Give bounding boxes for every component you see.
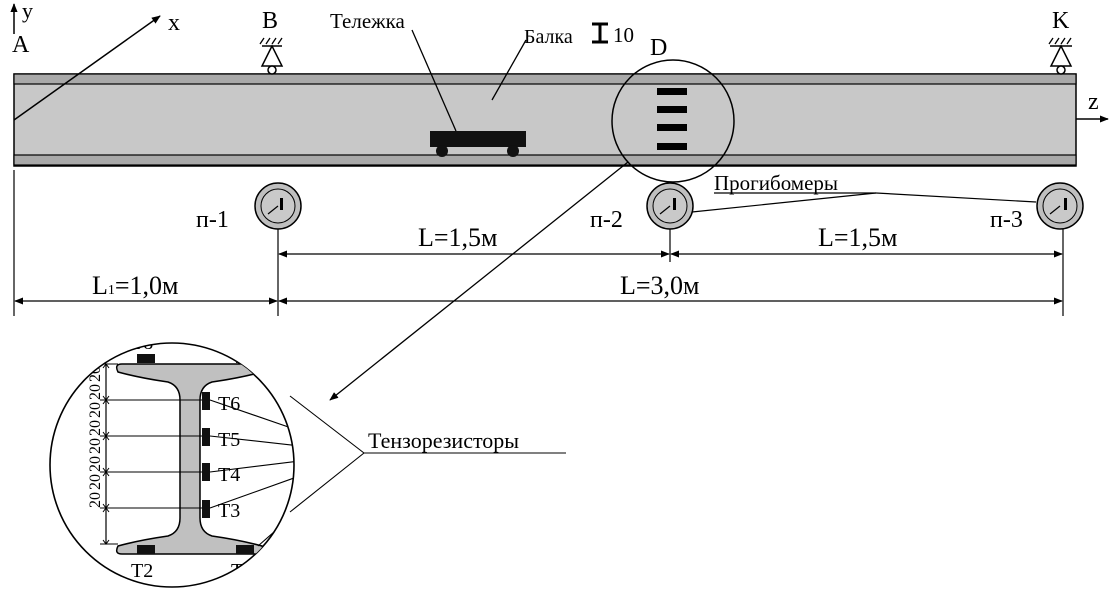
section-leader-line — [329, 161, 629, 401]
sensor-t1: T1 — [231, 560, 253, 582]
deflection-gauge-1: п-1 — [196, 182, 302, 233]
beam-size: 10 — [613, 23, 634, 47]
point-d-label: D — [650, 35, 667, 61]
sensor-t5: T5 — [218, 429, 240, 451]
i-beam-symbol-icon — [592, 22, 608, 44]
deflectometers-label: Прогибомеры — [714, 171, 838, 195]
dim-l-right: L=1,5м — [818, 223, 898, 252]
deflection-gauge-2: п-2 — [590, 182, 694, 233]
sensor-t2: T2 — [131, 560, 153, 582]
dim-l-left: L=1,5м — [418, 223, 498, 252]
gauge-1-label: п-1 — [196, 207, 229, 233]
sensor-t4: T4 — [218, 464, 240, 486]
point-k-label: K — [1052, 8, 1070, 34]
dim-l-total: L=3,0м — [620, 271, 700, 300]
cart-label: Тележка — [330, 9, 406, 33]
sensor-t8: T8 — [131, 332, 153, 354]
dim-l1: L1=1,0м — [92, 271, 179, 300]
section-dim-8: 20 — [87, 492, 104, 508]
dim-l1-base: L — [92, 271, 108, 300]
x-axis-label: x — [168, 10, 180, 36]
y-axis-label: y — [22, 0, 33, 23]
sensor-t7: T7 — [230, 332, 252, 354]
beam-label: Балка 10 — [491, 22, 634, 101]
deflection-gauge-3: п-3 — [990, 182, 1084, 233]
sensor-t3: T3 — [218, 500, 240, 522]
cross-section-detail: T8 T7 T6 T5 T4 T3 T2 T1 2020202020202020… — [49, 332, 566, 588]
support-b: B — [259, 8, 284, 75]
section-dim-5: 20 — [87, 438, 104, 454]
support-k: K — [1048, 8, 1073, 75]
section-dim-7: 20 — [87, 474, 104, 490]
section-dim-6: 20 — [87, 456, 104, 472]
section-dim-2: 20 — [87, 384, 104, 400]
point-a-label: A — [12, 32, 30, 58]
dim-l1-sub: 1 — [108, 283, 115, 298]
beam — [13, 73, 1077, 167]
deflectometers-callout: Прогибомеры — [691, 171, 1037, 213]
z-axis-label: z — [1088, 89, 1099, 115]
section-dim-3: 20 — [87, 402, 104, 418]
strain-gauges-label: Тензорезисторы — [368, 428, 519, 453]
section-dim-4: 20 — [87, 420, 104, 436]
beam-label-text: Балка — [524, 26, 573, 48]
cart: Тележка — [330, 9, 526, 157]
dim-l1-value: =1,0м — [115, 271, 179, 300]
zone-d: D — [611, 35, 735, 183]
coordinate-axes: y x z A — [10, 0, 1109, 123]
point-b-label: B — [262, 8, 278, 34]
dimension-lines: L=1,5м L=1,5м L=3,0м L1=1,0м — [13, 170, 1064, 316]
sensor-t6: T6 — [218, 393, 240, 415]
gauge-3-label: п-3 — [990, 207, 1023, 233]
gauge-2-label: п-2 — [590, 207, 623, 233]
